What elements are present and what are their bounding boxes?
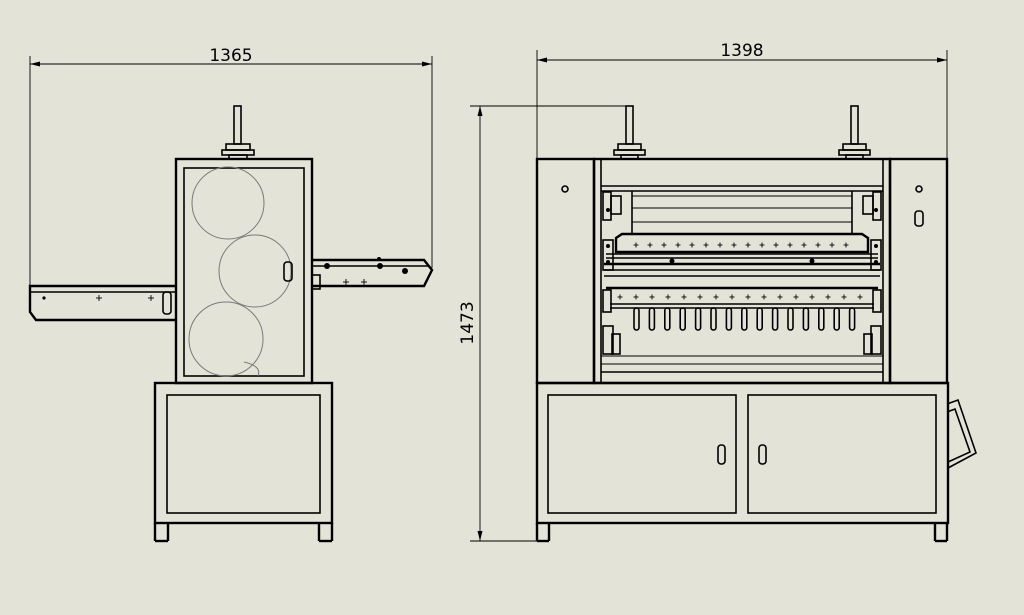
front-left-brackets bbox=[602, 191, 622, 355]
dimension-front-width: 1398 bbox=[536, 41, 948, 158]
side-left-arm bbox=[28, 284, 176, 322]
left-door-handle bbox=[717, 444, 726, 465]
front-width-label: 1398 bbox=[720, 41, 763, 61]
dimension-side-width: 1365 bbox=[29, 46, 433, 288]
front-left-housing bbox=[535, 157, 596, 385]
side-view bbox=[28, 105, 434, 543]
side-right-arm bbox=[311, 257, 434, 290]
side-upper-panel bbox=[183, 167, 305, 377]
front-right-door bbox=[747, 394, 937, 514]
front-lower-roller bbox=[606, 286, 878, 331]
front-right-housing bbox=[888, 157, 949, 385]
side-top-screw bbox=[221, 105, 255, 160]
front-view bbox=[535, 105, 977, 543]
front-center-frame bbox=[592, 157, 892, 385]
front-upper-roller bbox=[604, 232, 880, 277]
front-top-screw-left bbox=[613, 105, 646, 160]
front-height-label: 1473 bbox=[458, 301, 478, 344]
side-lower-stand bbox=[153, 381, 334, 543]
front-left-door bbox=[547, 394, 737, 514]
dimension-front-height: 1473 bbox=[458, 105, 630, 542]
side-upper-handle bbox=[283, 261, 293, 282]
side-width-label: 1365 bbox=[209, 46, 252, 66]
front-right-brackets bbox=[862, 191, 882, 355]
front-top-screw-right bbox=[838, 105, 871, 160]
front-lower-cabinet bbox=[535, 381, 977, 543]
side-rolls bbox=[188, 166, 292, 377]
right-door-handle bbox=[758, 444, 767, 465]
